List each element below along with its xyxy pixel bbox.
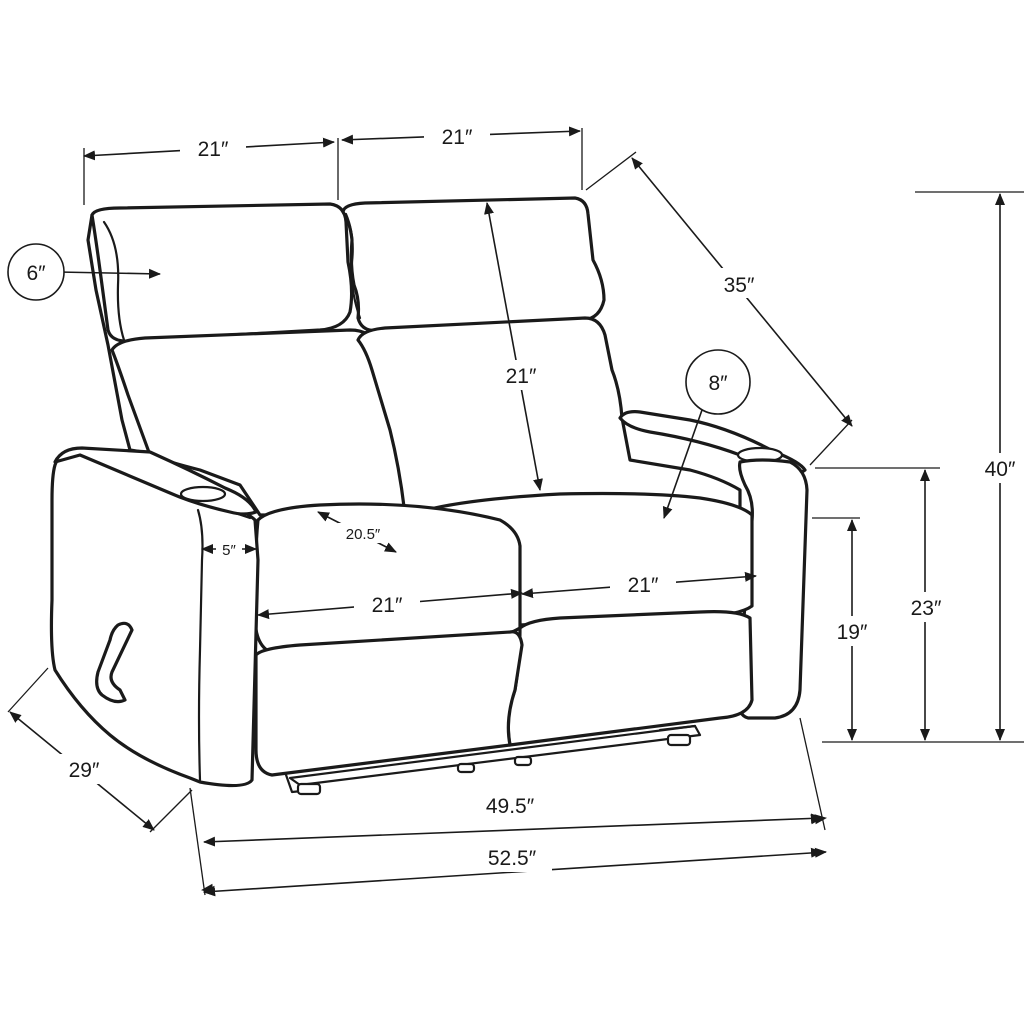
dimension-lines: 21″ 21″ 6″ 35″ 21″ 8″ 20.5″ 5″ 21″ (7, 122, 1024, 897)
dim-arm-width: 8″ (708, 372, 728, 395)
right-headrest (341, 196, 606, 333)
dim-group-total-width: 52.5″ (203, 842, 827, 897)
left-headrest (90, 202, 354, 343)
dim-seat-depth: 20.5″ (346, 526, 381, 543)
headrest-depth-bubble (7, 243, 65, 301)
dim-line-arm-width (662, 409, 703, 519)
dim-back-height: 21″ (506, 365, 537, 388)
dim-total-width: 52.5″ (488, 847, 537, 870)
dim-depth: 29″ (69, 759, 100, 782)
dim-left-seat-back-width: 21″ (198, 138, 229, 161)
dim-total-height: 40″ (985, 458, 1016, 481)
dim-headrest-depth: 6″ (26, 262, 46, 285)
recline-handle (95, 621, 134, 704)
dim-arm-gap: 5″ (222, 542, 236, 559)
sofa-base (283, 724, 702, 796)
dim-left-seat-width: 21″ (372, 594, 403, 617)
dim-right-seat-back-width: 21″ (442, 126, 473, 149)
left-cup-holder (179, 485, 227, 503)
dim-right-seat-width: 21″ (628, 574, 659, 597)
dim-line-back-height (484, 202, 543, 491)
dim-inner-width: 49.5″ (486, 795, 535, 818)
left-front-panel (254, 630, 524, 777)
right-arm-front (736, 458, 809, 720)
arm-width-bubble (685, 349, 751, 415)
right-seatback (356, 316, 742, 517)
dim-seat-height: 19″ (837, 621, 868, 644)
dim-back-diagonal: 35″ (724, 274, 755, 297)
dim-arm-height: 23″ (911, 597, 942, 620)
right-front-panel (506, 610, 754, 747)
sofa-drawing (49, 196, 809, 796)
dim-line-headrest-depth (57, 268, 161, 279)
